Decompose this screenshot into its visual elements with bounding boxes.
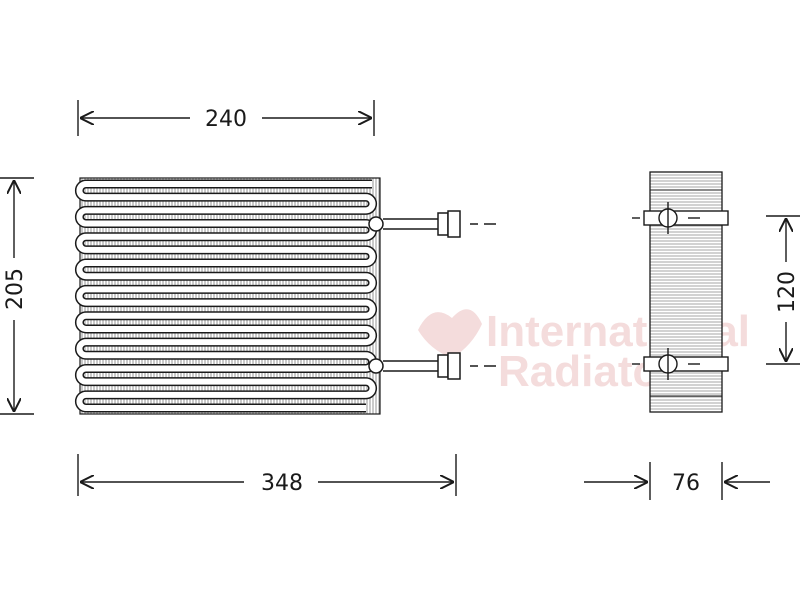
dim-front-width-label: 240 [205, 107, 247, 132]
dim-front-width [77, 100, 375, 136]
side-core [649, 171, 723, 413]
tube-fill [76, 181, 376, 411]
dim-side-spacing-label: 120 [775, 271, 800, 313]
dim-front-overall [77, 454, 457, 496]
dim-side-depth-label: 76 [672, 471, 700, 496]
bottom-pipe-fitting [368, 352, 496, 380]
front-core [79, 177, 381, 415]
side-view [632, 171, 729, 413]
dim-front-height-label: 205 [3, 268, 28, 310]
dim-front-overall-label: 348 [261, 471, 303, 496]
side-top-fitting [632, 202, 729, 234]
front-view [75, 177, 496, 415]
top-pipe-fitting [368, 210, 496, 238]
dim-side-spacing [766, 215, 800, 365]
serpentine-tubes [75, 179, 378, 413]
side-bottom-fitting [632, 348, 729, 380]
dim-side-depth [584, 462, 770, 500]
watermark-logo-icon [418, 309, 482, 358]
dim-front-height [0, 177, 34, 415]
